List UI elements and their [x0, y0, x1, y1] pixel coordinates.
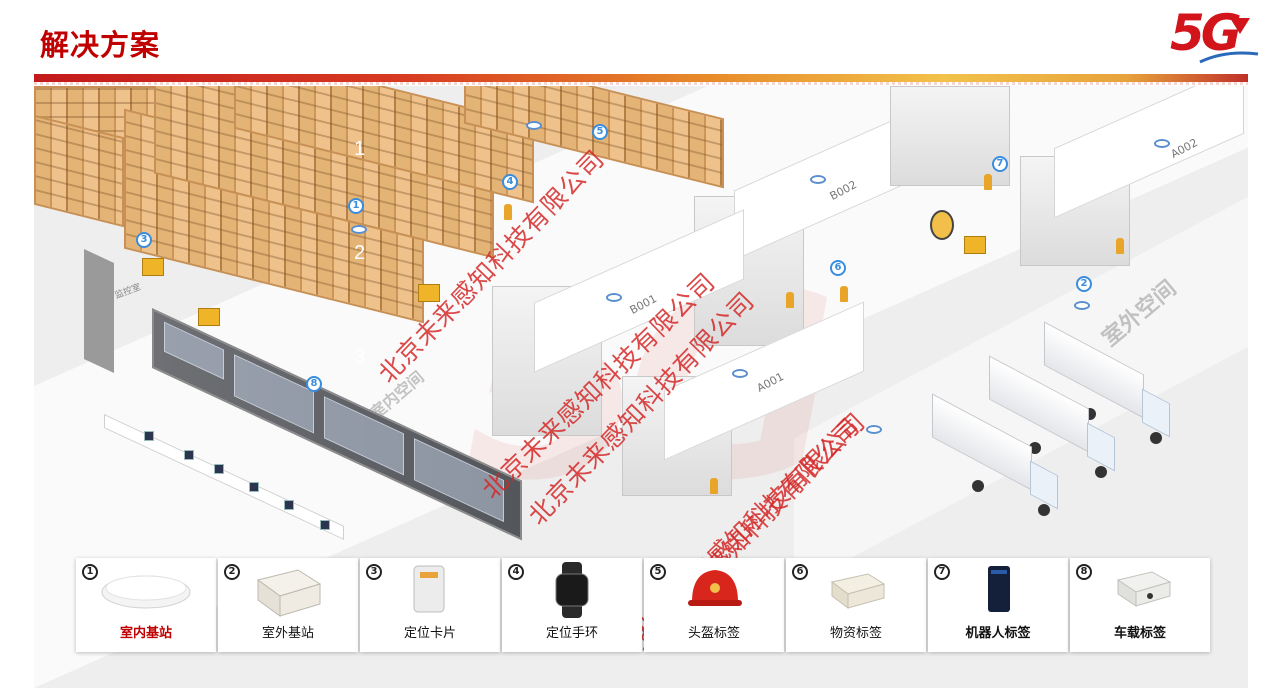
robot-tag-icon [988, 566, 1010, 612]
legend-card-outdoor-base-station: 2 室外基站 [218, 558, 358, 652]
vehicle-tag-icon [1116, 571, 1172, 607]
base-station-icon [339, 220, 379, 240]
base-station-icon [720, 364, 760, 384]
outdoor-base-station-icon [256, 569, 322, 617]
control-room-wall [84, 249, 114, 373]
legend-number-badge: 1 [82, 564, 98, 580]
legend-label: 定位卡片 [403, 626, 456, 641]
page-title: 解决方案 [40, 28, 161, 62]
legend-number-badge: 8 [1076, 564, 1092, 580]
base-station-icon [854, 420, 894, 440]
legend-card-positioning-card: 3 定位卡片 [360, 558, 500, 652]
building-top [890, 86, 1010, 186]
legend-label: 车载标签 [1113, 626, 1166, 641]
marker-badge-7: 7 [992, 156, 1008, 172]
computer-icon [249, 482, 259, 492]
worker-icon [710, 478, 718, 494]
worker-icon [504, 204, 512, 220]
legend-number-badge: 7 [934, 564, 950, 580]
forklift-icon [198, 308, 220, 326]
marker-badge-2: 2 [1076, 276, 1092, 292]
marker-badge-6: 6 [830, 260, 846, 276]
asset-tag-icon [830, 573, 886, 609]
legend-number-badge: 6 [792, 564, 808, 580]
worker-icon [1116, 238, 1124, 254]
legend-card-asset-tag: 6 物资标签 [786, 558, 926, 652]
forklift-icon [142, 258, 164, 276]
legend-number-badge: 5 [650, 564, 666, 580]
marker-badge-8: 8 [306, 376, 322, 392]
marker-badge-4: 4 [502, 174, 518, 190]
marker-badge-1: 1 [348, 198, 364, 214]
computer-icon [144, 431, 154, 441]
legend-card-smartwatch: 4 定位手环 [502, 558, 642, 652]
computer-icon [284, 500, 294, 510]
marker-badge-5: 5 [592, 124, 608, 140]
base-station-icon [1062, 296, 1102, 316]
legend-label: 室外基站 [261, 626, 314, 641]
legend-label: 室内基站 [119, 626, 172, 641]
base-station-icon [514, 116, 554, 136]
robot-icon [930, 210, 954, 240]
legend-label: 机器人标签 [965, 626, 1031, 641]
computer-icon [184, 450, 194, 460]
marker-badge-3: 3 [136, 232, 152, 248]
legend-number-badge: 4 [508, 564, 524, 580]
legend-label: 定位手环 [545, 626, 598, 641]
zone-number: 3 [354, 346, 366, 368]
base-station-icon [594, 288, 634, 308]
header-ribbon [34, 74, 1248, 85]
forklift-icon [418, 284, 440, 302]
legend-number-badge: 3 [366, 564, 382, 580]
zone-number: 2 [354, 242, 366, 264]
control-room-label: 监控室 [113, 282, 143, 302]
base-station-icon [1142, 134, 1182, 154]
legend-label: 物资标签 [829, 626, 882, 641]
worker-icon [984, 174, 992, 190]
legend-label: 头盔标签 [687, 626, 740, 641]
legend-card-vehicle-tag: 8 车载标签 [1070, 558, 1210, 652]
legend-card-indoor-base-station: 1 室内基站 [76, 558, 216, 652]
indoor-base-station-icon [101, 575, 191, 609]
worker-icon [840, 286, 848, 302]
base-station-icon [798, 170, 838, 190]
worker-icon [786, 292, 794, 308]
computer-icon [214, 464, 224, 474]
logo-swoosh-icon [1199, 18, 1259, 64]
forklift-icon [964, 236, 986, 254]
legend-number-badge: 2 [224, 564, 240, 580]
helmet-tag-icon [688, 570, 742, 606]
positioning-card-icon [413, 565, 445, 613]
legend-card-robot-tag: 7 机器人标签 [928, 558, 1068, 652]
zone-number: 1 [354, 138, 366, 160]
legend-card-helmet-tag: 5 头盔标签 [644, 558, 784, 652]
computer-icon [320, 520, 330, 530]
5g-logo: 5G [1170, 4, 1262, 70]
smartwatch-icon [555, 562, 589, 618]
